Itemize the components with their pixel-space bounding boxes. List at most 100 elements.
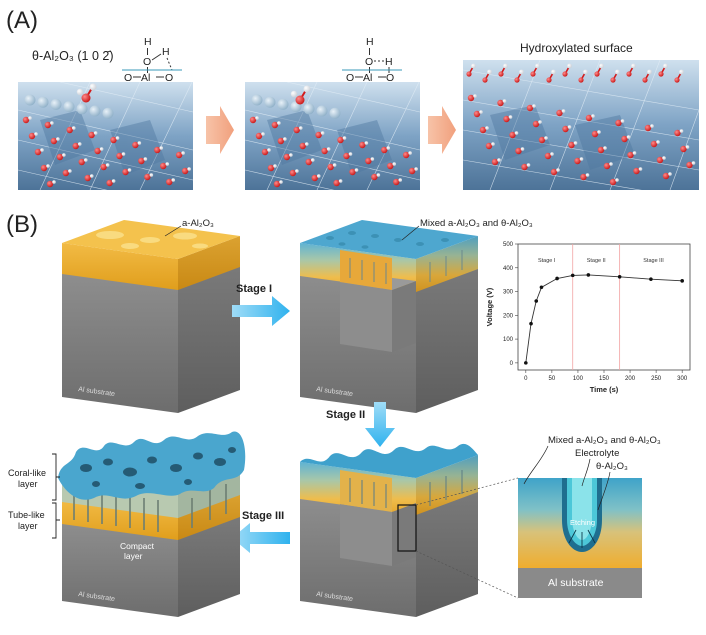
oxygen-atom [597,146,605,154]
oxygen-atom [62,169,70,177]
panel-a-label: (A) [6,7,38,34]
aluminum-atom [538,120,542,124]
water-oxygen [81,93,91,103]
crystal-2-atoms [249,85,418,188]
surface-atom [63,101,75,113]
chart-xtick-label: 150 [599,376,610,382]
mol1-o-mid: O [143,56,151,68]
oxygen-atom [337,136,344,144]
oxygen-atom [283,153,291,161]
aluminum-atom [261,132,265,136]
aluminum-atom [550,152,554,156]
aluminum-atom [56,137,60,141]
water-hydrogen [290,90,298,98]
chart-stage-label: Stage III [643,258,664,264]
oxygen-atom [56,153,64,161]
hydroxyl-hydrogen [599,63,604,69]
inset-electrolyte-label: Electrolyte [575,448,619,459]
oxygen-atom [46,180,54,188]
aluminum-atom [338,179,343,183]
hydroxyl-oxygen [642,77,648,83]
hydroxyl-hydrogen [583,69,588,75]
cube-stage-2: Al substrate [300,443,478,617]
chart-data-point [617,275,622,279]
oxygen-atom [327,163,334,171]
chart-ylabel: Voltage (V) [485,287,494,326]
aluminum-atom [348,152,353,156]
coral-layer-line2: layer [18,479,38,489]
aluminum-atom [99,147,104,151]
panel-b-label: (B) [6,211,38,238]
aluminum-atom [289,153,293,157]
mol2-o-left: O [346,72,354,84]
aluminum-atom [514,131,519,135]
surface-atom [89,105,101,117]
surface-atom [37,96,49,108]
oxygen-atom [609,178,617,186]
aluminum-atom [34,132,38,136]
aluminum-atom [50,121,54,125]
oxygen-atom [273,180,281,188]
oxygen-atom [277,137,285,145]
crystal-surface-1 [18,82,193,190]
hydroxyl-oxygen [658,71,664,77]
aluminum-atom [354,168,359,172]
chart-ytick-label: 100 [503,337,514,343]
oxygen-atom [94,147,101,155]
aluminum-atom [508,115,513,119]
hydroxyl-hydrogen [551,69,556,75]
inset-etching-label: Etching [570,518,595,527]
oxygen-atom [144,173,151,181]
oxygen-atom [132,141,139,149]
oxygen-atom [556,109,563,117]
aluminum-atom [137,141,142,145]
oxygen-atom [538,136,546,144]
stage-2-label: Stage II [326,409,365,421]
surface-atom [251,94,263,106]
aluminum-atom [603,146,607,150]
aluminum-atom [267,148,271,152]
oxygen-atom [485,142,493,150]
tube-layer-line2: layer [18,521,38,531]
aluminum-atom [376,173,381,177]
mol2-al: Al [363,72,372,84]
surface-atom [76,103,88,115]
aluminum-atom [28,116,32,120]
aluminum-atom [370,157,375,161]
chart-data-point [529,321,533,326]
cube2-top-label: Mixed a-Al₂O₃ and θ-Al₂O₃ [420,218,533,229]
aluminum-atom [632,151,637,155]
cube1-top-label: a-Al₂O₃ [182,218,214,229]
hydroxyl-hydrogen [679,69,684,75]
oxygen-atom [28,132,36,140]
oxygen-atom [479,126,487,134]
reaction-arrow-1 [206,106,234,154]
cube-stage-1: Al substrate [300,220,478,413]
hydroxyl-oxygen [594,71,600,77]
chart-stage-label: Stage II [587,258,606,264]
hydroxyl-hydrogen [519,69,524,75]
aluminum-atom [364,141,369,145]
oxygen-atom [343,152,350,160]
aluminum-atom [544,136,548,140]
crystal-1-atoms [22,83,191,188]
aluminum-atom [668,172,672,176]
mol1-h-right: H [162,46,170,58]
surface-atom [264,96,276,108]
aluminum-atom [255,116,259,120]
oxygen-atom [311,174,318,182]
chart-stage-label: Stage I [538,258,556,264]
chart-data-point [680,279,684,283]
mol1-o-left: O [124,72,132,84]
chart-data-point [555,276,559,281]
water-hydrogen [76,88,84,96]
water-hydrogen [89,83,97,91]
surface-atom [50,98,62,110]
hydroxyl-oxygen [578,77,584,83]
hydroxyl-oxygen [530,71,536,77]
aluminum-atom [304,142,309,146]
crystal-3-atoms [466,63,696,186]
oxygen-atom [84,174,91,182]
aluminum-atom [526,163,531,167]
